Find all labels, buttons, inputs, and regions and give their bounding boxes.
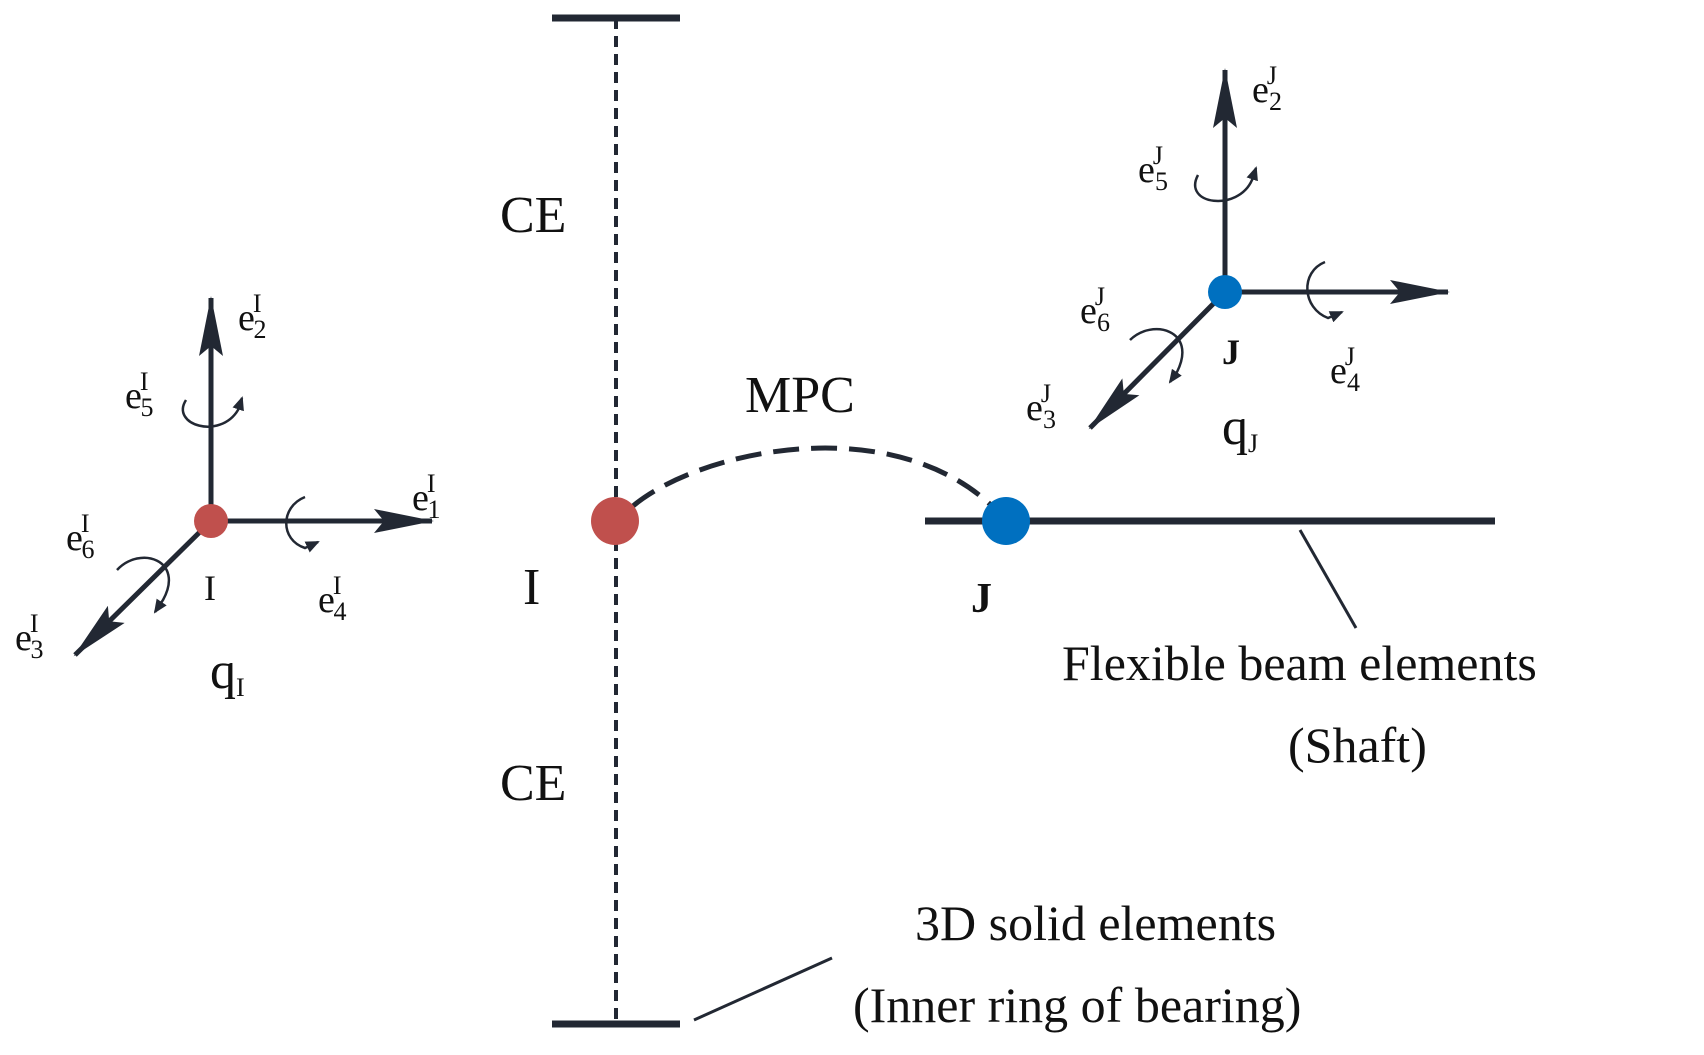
node-J [982, 497, 1030, 545]
frame-J-rot-e4-arrow [1306, 260, 1344, 323]
frame-J-node-label: J [1222, 332, 1240, 372]
frame-I-node-label: I [204, 568, 216, 608]
frame-I-axis-e3 [73, 519, 213, 657]
mpc-connection [631, 445, 994, 508]
frame-J-q-label: qJ [1222, 399, 1258, 458]
frame-J-rot-e5-arrow [1194, 166, 1258, 203]
ce-top-label: CE [500, 187, 566, 244]
solid-caption-line2: (Inner ring of bearing) [853, 977, 1301, 1033]
frame-I-rot-e6-arrow [116, 556, 171, 614]
frame-I-node [194, 504, 228, 538]
beam-leader-line [1298, 529, 1358, 629]
solid-leader-line [693, 956, 833, 1022]
solid-caption-line1: 3D solid elements [915, 895, 1276, 951]
frame-J-axis-e3 [1088, 290, 1227, 430]
node-I [591, 497, 639, 545]
frame-J-node [1208, 275, 1242, 309]
mpc-label: MPC [745, 367, 855, 424]
frame-I-q-label: qI [210, 643, 245, 702]
inner-ring-element [552, 14, 680, 1028]
frame-I-rot-e4-arrow [285, 495, 320, 553]
node-J-label: J [971, 576, 992, 622]
beam-caption-line2: (Shaft) [1288, 717, 1427, 773]
ce-bottom-label: CE [500, 755, 566, 812]
node-I-label: I [523, 559, 540, 616]
frame-J-rot-e6-arrow [1129, 327, 1184, 384]
beam-caption-line1: Flexible beam elements [1062, 635, 1537, 691]
frame-I-rot-e5-arrow [181, 396, 244, 428]
